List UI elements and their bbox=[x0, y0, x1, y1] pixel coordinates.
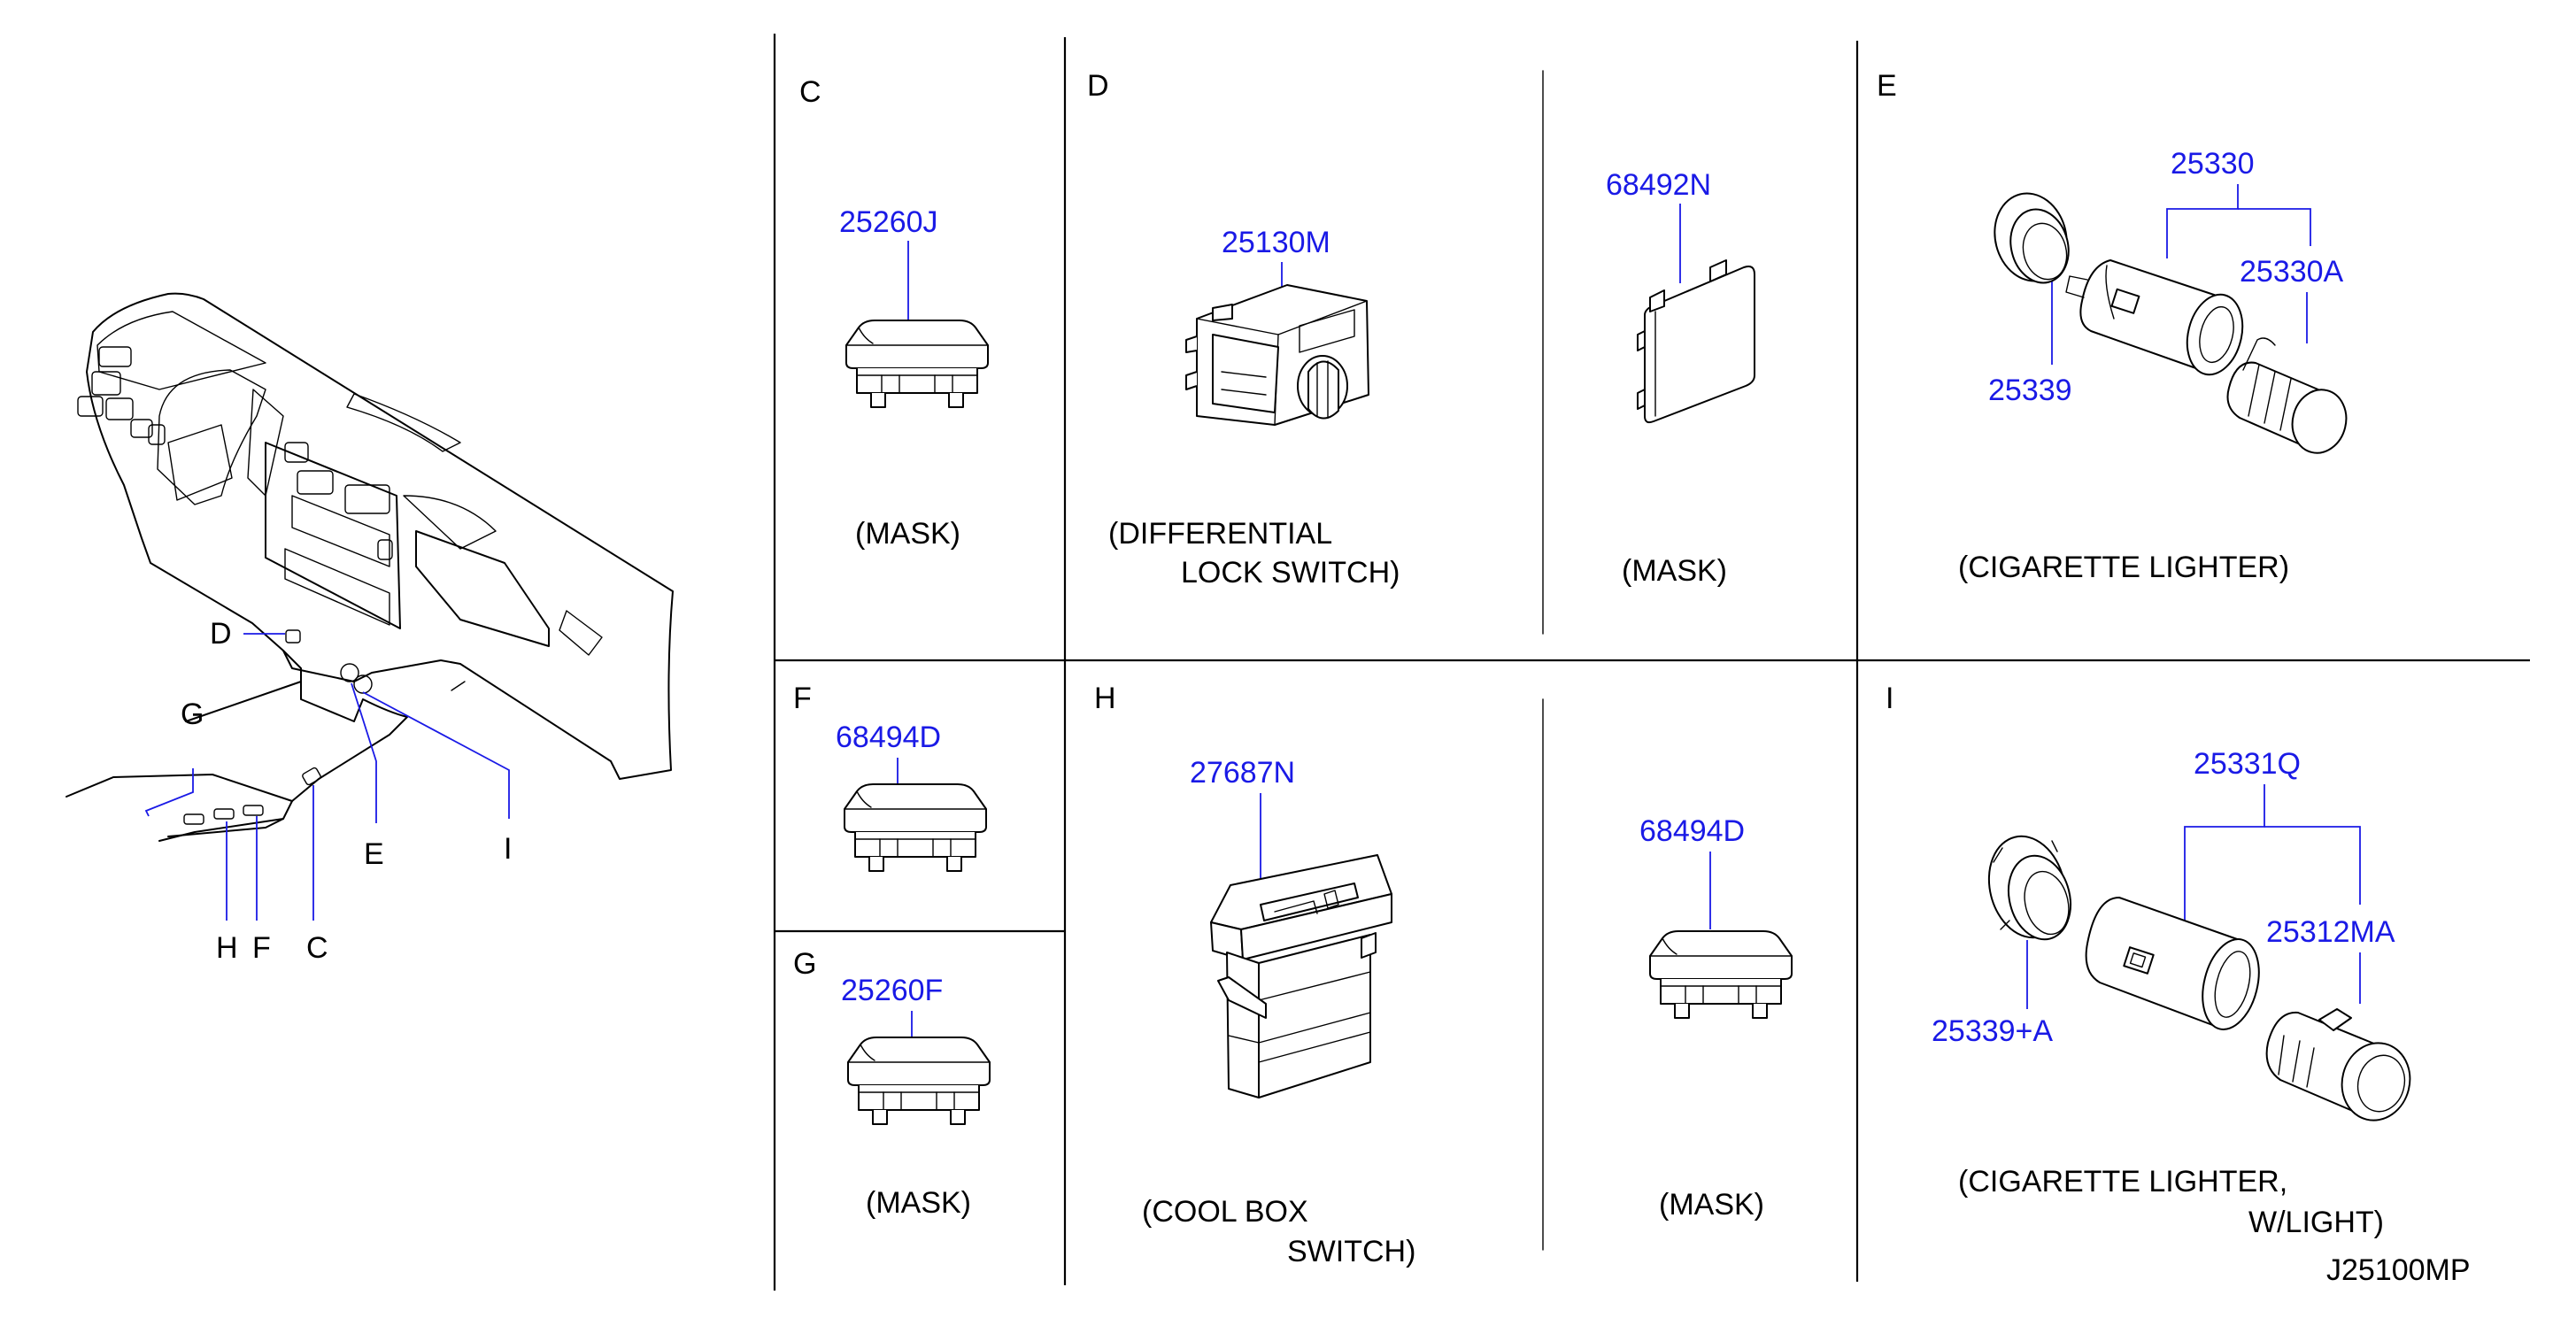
part-number-25339a: 25339+A bbox=[1932, 1014, 2053, 1048]
section-i-caption-line2: W/LIGHT) bbox=[2248, 1206, 2384, 1239]
callout-e: E bbox=[364, 837, 384, 871]
callout-d: D bbox=[210, 617, 232, 651]
dashboard-overview: D G E I H F C bbox=[66, 292, 674, 965]
section-g-letter: G bbox=[793, 947, 816, 981]
section-h-letter: H bbox=[1094, 682, 1116, 715]
callout-f: F bbox=[252, 931, 271, 965]
section-h-caption-line1: (COOL BOX bbox=[1142, 1195, 1308, 1229]
lit-lighter-plug-drawing bbox=[2265, 1008, 2411, 1121]
section-d-letter: D bbox=[1087, 69, 1109, 103]
section-c: C 25260J (MASK) bbox=[799, 75, 989, 551]
part-number-25339: 25339 bbox=[1988, 374, 2072, 407]
callout-h: H bbox=[216, 931, 238, 965]
part-number-68494d-f: 68494D bbox=[836, 721, 941, 754]
mask-c-drawing bbox=[845, 320, 989, 408]
section-grid bbox=[773, 34, 2530, 1291]
mask-f-drawing bbox=[844, 783, 987, 872]
lighter-plug-drawing bbox=[2226, 337, 2348, 454]
section-i-letter: I bbox=[1886, 682, 1893, 715]
part-number-27687n: 27687N bbox=[1190, 756, 1295, 790]
section-f: F 68494D bbox=[793, 682, 987, 872]
part-number-68494d-h: 68494D bbox=[1639, 814, 1745, 848]
section-g: G 25260F (MASK) bbox=[793, 947, 991, 1220]
section-h-mask-caption: (MASK) bbox=[1659, 1188, 1764, 1222]
lighter-socket-drawing bbox=[2065, 259, 2244, 376]
section-i: I 25331Q 25312MA 25339+A bbox=[1886, 682, 2411, 1239]
part-number-68492n: 68492N bbox=[1606, 168, 1711, 202]
lighter-ring-drawing bbox=[1994, 192, 2070, 284]
part-number-25330a: 25330A bbox=[2240, 255, 2344, 289]
part-number-25260f: 25260F bbox=[841, 974, 943, 1007]
mask-68492n-drawing bbox=[1637, 259, 1755, 424]
section-d: D 25130M (DIFFERENTIAL LOCK SWITCH) 6849… bbox=[1087, 69, 1755, 590]
section-i-caption-line1: (CIGARETTE LIGHTER, bbox=[1958, 1165, 2287, 1199]
section-e-caption: (CIGARETTE LIGHTER) bbox=[1958, 551, 2289, 584]
section-h-caption-line2: SWITCH) bbox=[1287, 1235, 1415, 1268]
section-d-mask-caption: (MASK) bbox=[1622, 554, 1727, 588]
section-h: H 27687N (COOL BOX SWITCH) 68494D (MASK) bbox=[1094, 682, 1793, 1268]
callout-i: I bbox=[504, 832, 512, 866]
section-d-caption-line1: (DIFFERENTIAL bbox=[1108, 517, 1332, 551]
section-d-caption-line2: LOCK SWITCH) bbox=[1181, 556, 1400, 590]
part-number-25331q: 25331Q bbox=[2194, 747, 2301, 781]
mask-h-drawing bbox=[1649, 930, 1793, 1019]
cool-box-switch-drawing bbox=[1210, 854, 1392, 1098]
section-c-letter: C bbox=[799, 75, 821, 109]
section-f-letter: F bbox=[793, 682, 812, 715]
section-g-caption: (MASK) bbox=[866, 1186, 971, 1220]
part-number-25130m: 25130M bbox=[1222, 226, 1330, 259]
part-number-25330: 25330 bbox=[2171, 147, 2255, 181]
callout-c: C bbox=[306, 931, 328, 965]
differential-lock-switch-drawing bbox=[1185, 284, 1369, 426]
drawing-id: J25100MP bbox=[2326, 1253, 2471, 1287]
part-number-25312ma: 25312MA bbox=[2266, 915, 2395, 949]
mask-g-drawing bbox=[847, 1037, 991, 1125]
lit-lighter-ring-drawing bbox=[1987, 835, 2071, 941]
part-number-25260j: 25260J bbox=[839, 205, 938, 239]
lit-lighter-socket-drawing bbox=[2085, 897, 2260, 1030]
section-e: E 25330 25330A 25339 (CIGARE bbox=[1877, 69, 2348, 584]
section-c-caption: (MASK) bbox=[855, 517, 960, 551]
section-e-letter: E bbox=[1877, 69, 1897, 103]
callout-g: G bbox=[181, 698, 204, 731]
